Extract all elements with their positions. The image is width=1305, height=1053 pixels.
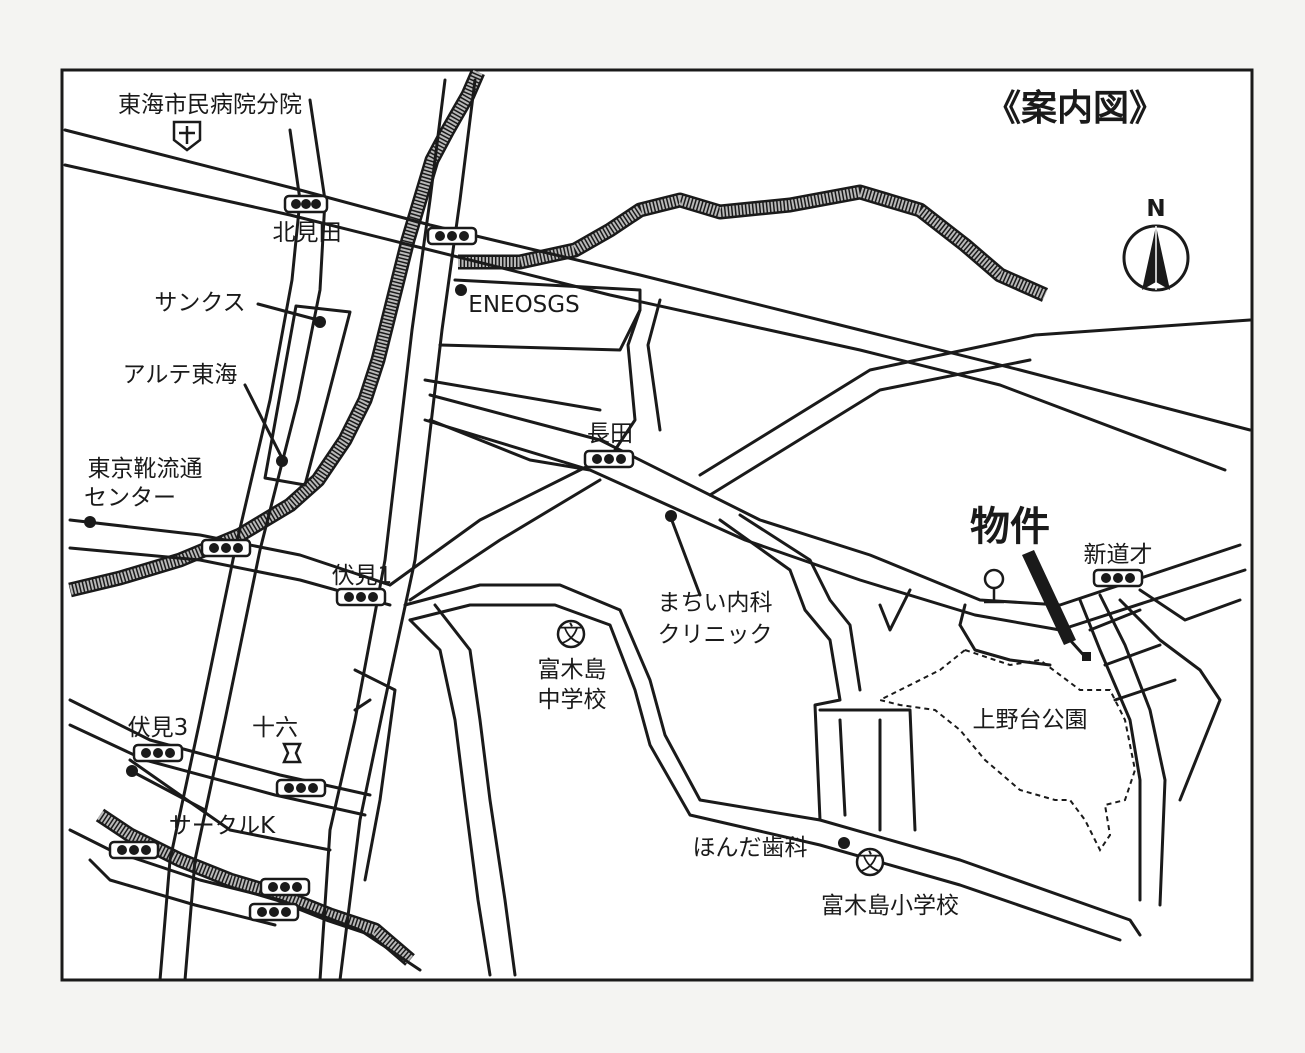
label-fushimi1: 伏見1 bbox=[332, 563, 393, 589]
hospital-icon bbox=[172, 120, 202, 152]
machii-marker bbox=[665, 510, 677, 522]
label-tokyo-shoes-1: 東京靴流通 bbox=[88, 456, 203, 482]
label-machii-1: まちい内科 bbox=[658, 590, 773, 616]
school-icon-es: 文 bbox=[855, 847, 885, 877]
roads bbox=[63, 78, 1252, 982]
label-hospital: 東海市民病院分院 bbox=[118, 92, 302, 118]
traffic-signal-west bbox=[200, 538, 252, 558]
traffic-signal-fushimi3 bbox=[132, 743, 184, 763]
school-icon-jh: 文 bbox=[556, 619, 586, 649]
map-title: 《案内図》 bbox=[985, 88, 1165, 129]
label-nagata: 長田 bbox=[587, 421, 633, 447]
label-es: 富木島小学校 bbox=[821, 893, 959, 919]
traffic-signal-south-2 bbox=[248, 902, 300, 922]
traffic-signal-nagata bbox=[583, 449, 635, 469]
tokyo-shoes-marker bbox=[84, 516, 96, 528]
traffic-signal-fushimi1 bbox=[335, 587, 387, 607]
traffic-signal-southwest bbox=[108, 840, 160, 860]
post-office-icon bbox=[983, 568, 1005, 604]
arute-marker bbox=[276, 455, 288, 467]
park-boundary bbox=[877, 648, 1137, 852]
traffic-signal-north bbox=[426, 226, 478, 246]
label-arute: アルテ東海 bbox=[123, 362, 238, 388]
property-label: 物件 bbox=[970, 504, 1050, 550]
traffic-signal-shindoai bbox=[1092, 568, 1144, 588]
school-symbol-es: 文 bbox=[859, 850, 882, 876]
label-circlek: サークルK bbox=[169, 813, 276, 839]
label-kitamita: 北見田 bbox=[273, 220, 342, 246]
label-jh-1: 富木島 bbox=[538, 657, 607, 683]
eneos-marker bbox=[455, 284, 467, 296]
label-fushimi3: 伏見3 bbox=[128, 715, 189, 741]
label-honda: ほんだ歯科 bbox=[693, 835, 808, 861]
label-juroku: 十六 bbox=[252, 715, 298, 741]
label-tokyo-shoes-2: センター bbox=[84, 485, 176, 511]
school-symbol-jh: 文 bbox=[560, 622, 583, 648]
label-sunkus: サンクス bbox=[154, 290, 245, 316]
traffic-signal-juroku bbox=[275, 778, 327, 798]
label-eneos: ENEOSGS bbox=[468, 292, 579, 318]
label-park: 上野台公園 bbox=[973, 707, 1088, 733]
property-pointer-icon bbox=[1022, 550, 1091, 662]
label-shindoai: 新道才 bbox=[1084, 542, 1153, 568]
sunkus-marker bbox=[314, 316, 326, 328]
north-arrow-icon: N bbox=[1122, 196, 1190, 292]
bank-icon bbox=[282, 742, 302, 764]
label-jh-2: 中学校 bbox=[538, 687, 607, 713]
traffic-signal-kitamita bbox=[283, 194, 329, 214]
honda-marker bbox=[838, 837, 850, 849]
label-machii-2: クリニック bbox=[658, 622, 773, 648]
traffic-signal-south-1 bbox=[259, 877, 311, 897]
north-label: N bbox=[1146, 196, 1165, 222]
